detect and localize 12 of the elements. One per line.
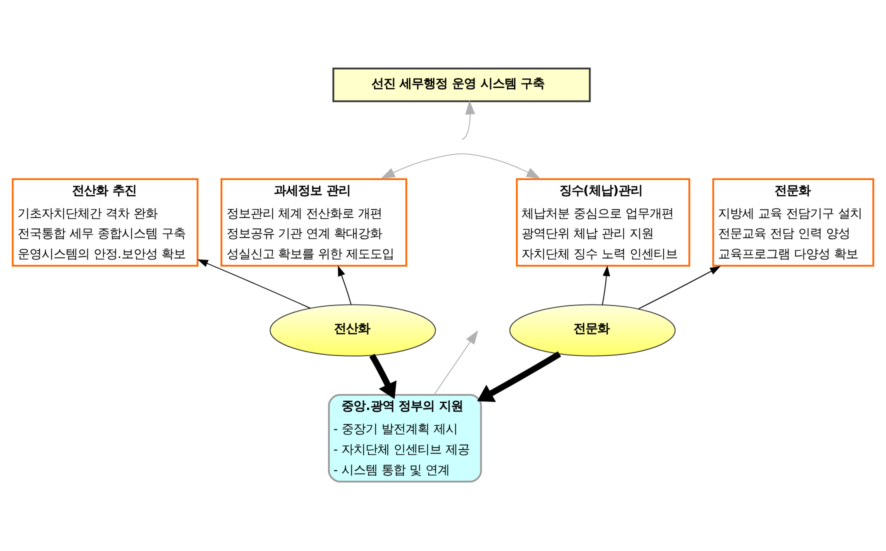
arrow <box>477 351 562 402</box>
arrow <box>369 354 397 400</box>
arrow <box>197 259 311 309</box>
arrow <box>602 265 610 306</box>
node-ellipse: 전문화 <box>509 304 676 356</box>
arrow <box>434 330 478 394</box>
arrow <box>338 266 352 305</box>
node-ellipse: 전산화 <box>270 304 436 356</box>
arrow <box>638 266 721 310</box>
arrow <box>380 153 541 179</box>
arrow <box>461 100 476 140</box>
node-box: 선진 세무행정 운영 시스템 구축 <box>332 68 591 102</box>
